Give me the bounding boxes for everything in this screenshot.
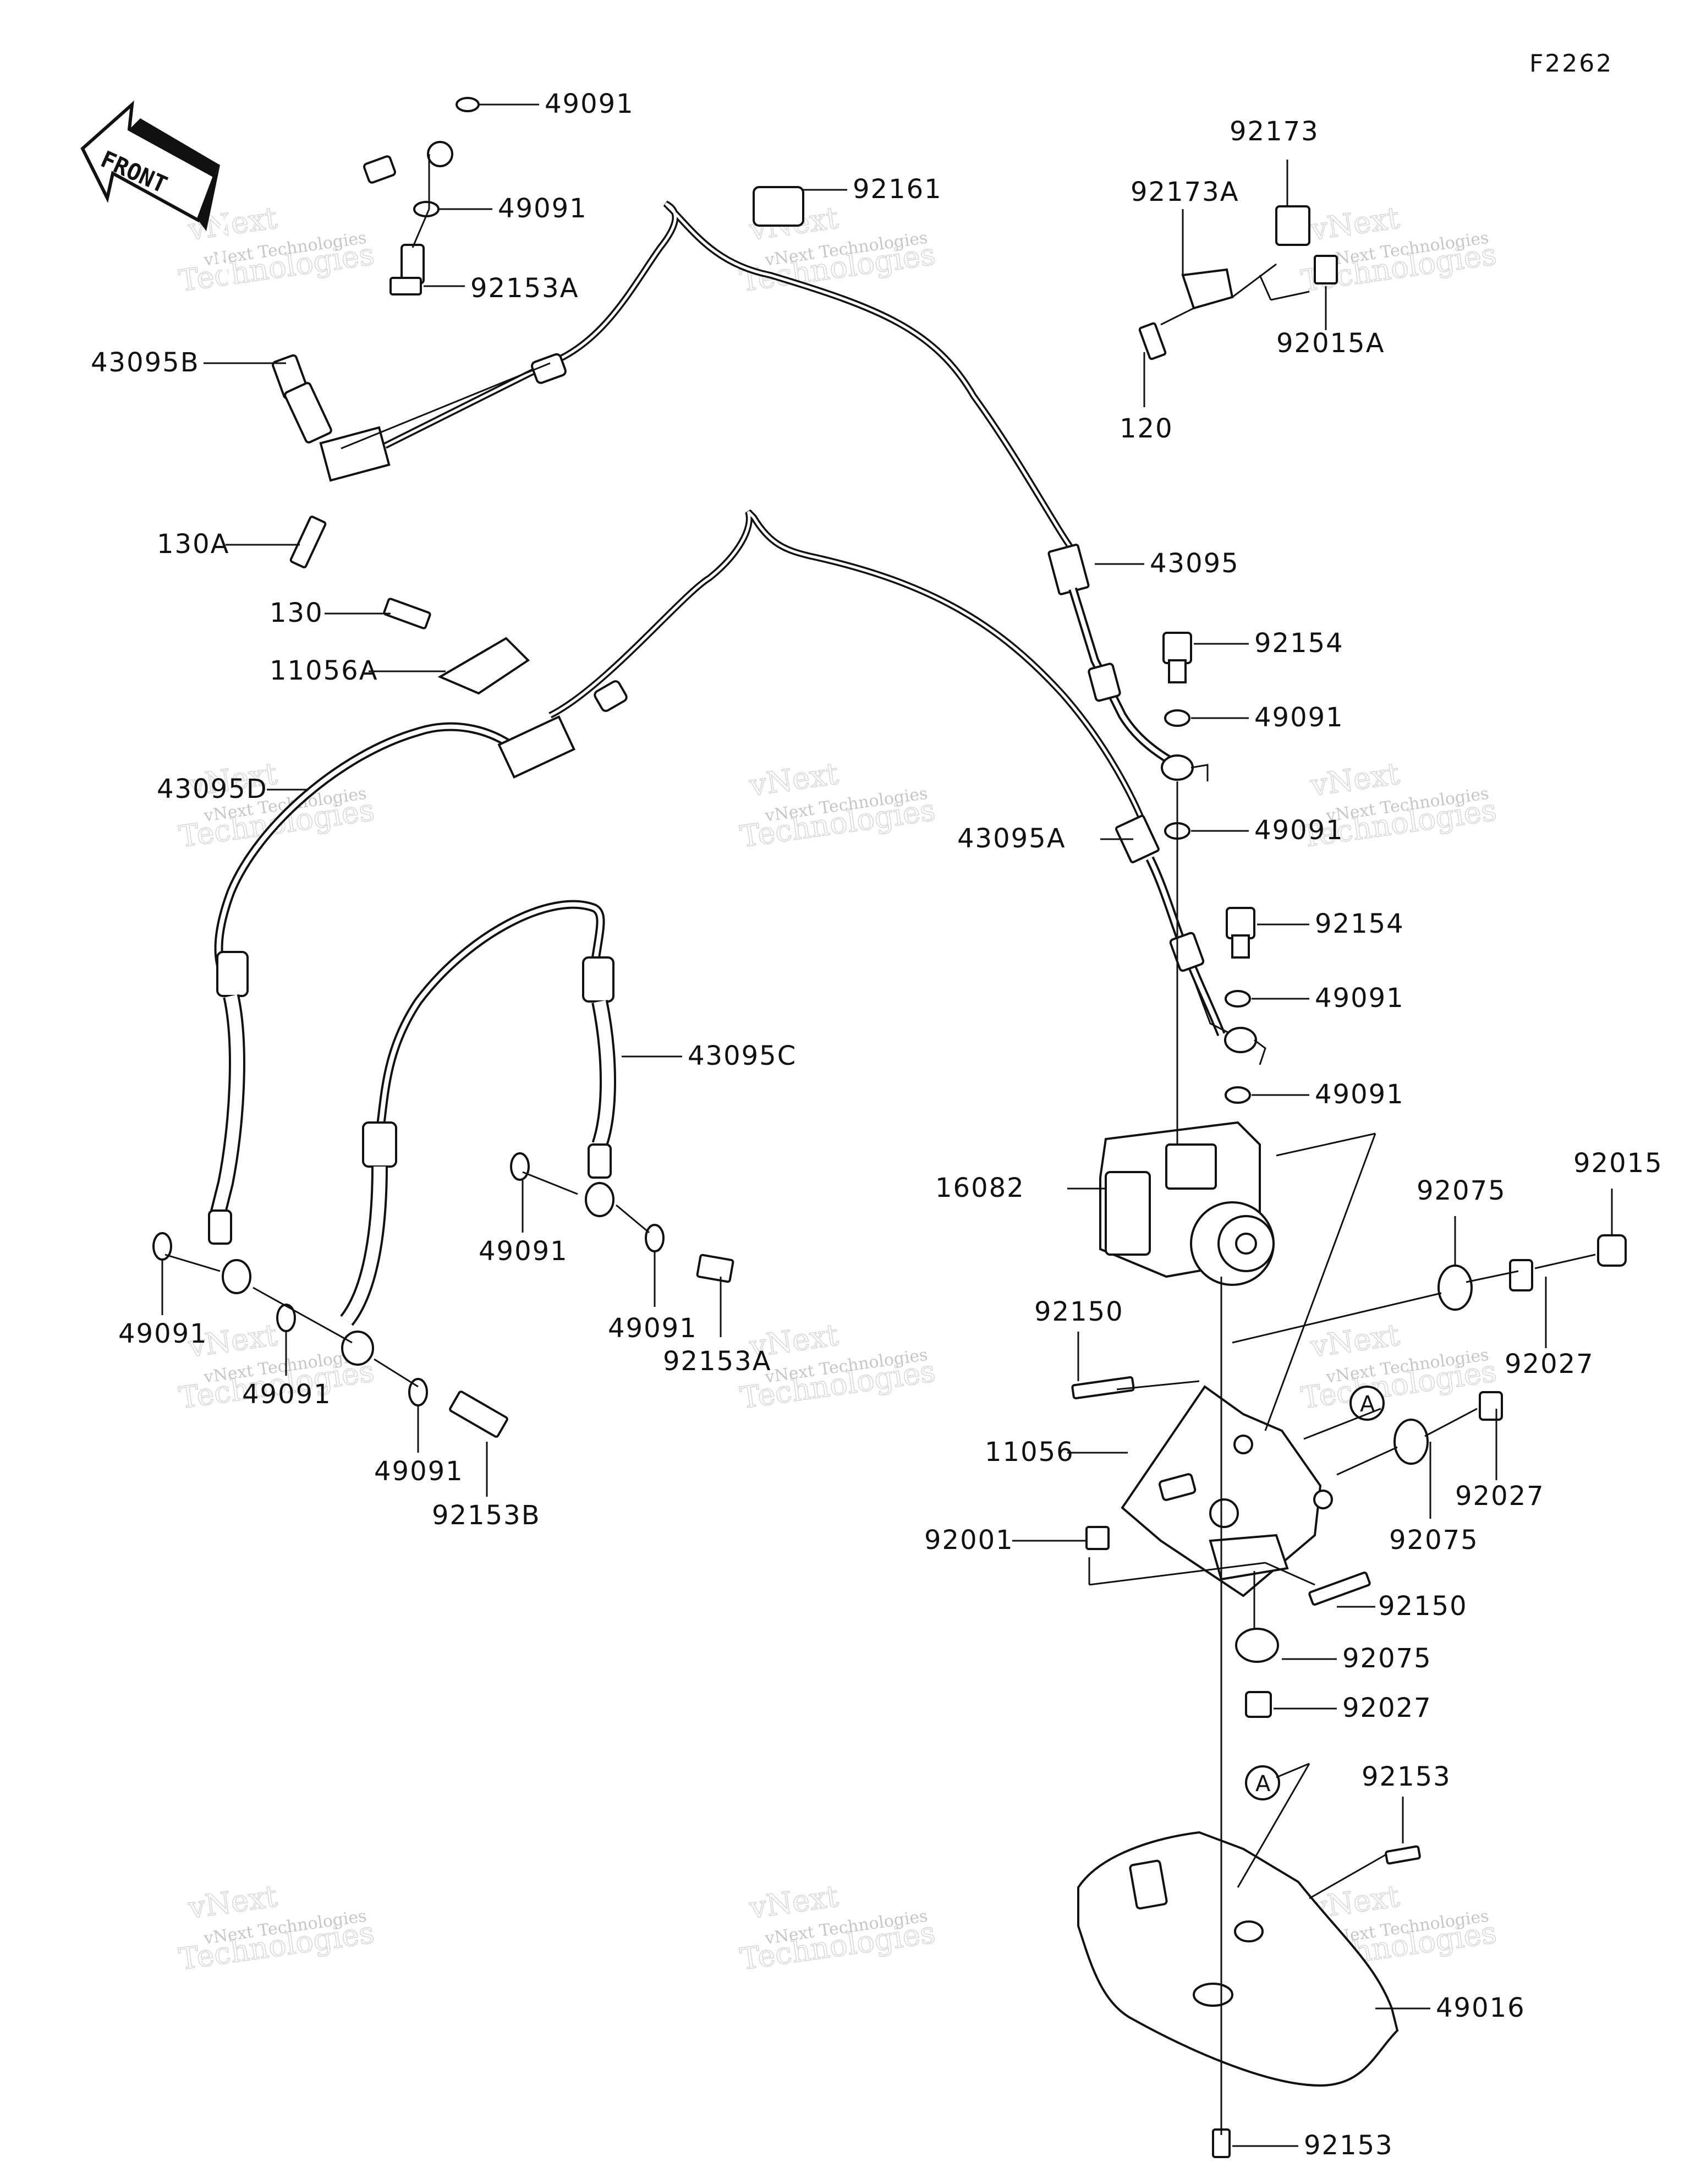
watermark: vNext vNext Technologies Technologies: [738, 756, 938, 855]
label-92027: 92027: [1342, 1693, 1432, 1723]
watermark-brand: vNext: [747, 1879, 841, 1925]
label-92153: 92153: [1304, 2130, 1393, 2161]
label-130: 130: [270, 598, 323, 628]
label-49091: 49091: [498, 193, 588, 224]
label-92161: 92161: [853, 174, 942, 205]
label-11056A: 11056A: [270, 655, 378, 686]
label-92075: 92075: [1417, 1175, 1506, 1206]
label-92015A: 92015A: [1276, 328, 1385, 359]
watermark: vNext vNext Technologies Technologies: [177, 1878, 377, 1977]
label-130A: 130A: [157, 529, 229, 560]
label-92153B: 92153B: [432, 1500, 541, 1531]
label-49091: 49091: [118, 1318, 208, 1349]
label-16082: 16082: [935, 1173, 1025, 1203]
label-49091: 49091: [1315, 983, 1404, 1014]
bracket-11056A: [437, 637, 530, 695]
brake-pipe-43095A: [548, 509, 1266, 1065]
label-49016: 49016: [1436, 1993, 1526, 2023]
washer-icon: [152, 97, 1251, 1406]
label-92173A: 92173A: [1131, 177, 1239, 207]
label-92027: 92027: [1505, 1349, 1594, 1380]
label-43095C: 43095C: [688, 1041, 797, 1071]
label-49091: 49091: [1254, 702, 1344, 733]
label-49091: 49091: [1254, 815, 1344, 846]
bracket-11056: [1121, 1385, 1333, 1597]
diagram-code: F2262: [1529, 50, 1613, 78]
label-92150: 92150: [1034, 1296, 1124, 1327]
watermark-brand: vNext: [1308, 1317, 1402, 1364]
callout-a: A A: [1237, 1386, 1385, 1888]
label-92173: 92173: [1230, 116, 1319, 147]
label-92153A: 92153A: [470, 273, 579, 304]
watermark-brand: vNext: [1308, 756, 1402, 803]
label-43095B: 43095B: [91, 347, 200, 378]
label-92150: 92150: [1378, 1591, 1468, 1622]
label-49091: 49091: [545, 89, 634, 119]
label-92154: 92154: [1254, 628, 1344, 659]
abs-unit-16082: [1099, 1121, 1275, 1286]
bolt-icon: [289, 322, 1421, 2158]
label-92154: 92154: [1315, 908, 1404, 939]
watermark-brand: vNext: [747, 756, 841, 803]
label-92153: 92153: [1362, 1761, 1451, 1792]
label-120: 120: [1120, 413, 1173, 444]
label-43095: 43095: [1150, 548, 1239, 579]
label-43095A: 43095A: [957, 823, 1066, 854]
watermark-brand: vNext: [186, 1879, 279, 1925]
part-labels: 49091 49091 92153A 43095B 130A 130 11056…: [91, 89, 1663, 2161]
callout-a-label: A: [1255, 1771, 1271, 1797]
leader-lines: [161, 103, 1613, 2147]
brake-hose-43095C: [340, 900, 616, 1366]
label-92075: 92075: [1389, 1525, 1479, 1556]
label-49091: 49091: [374, 1456, 464, 1487]
brake-hose-43095D: [208, 715, 575, 1294]
label-49091: 49091: [608, 1313, 698, 1344]
front-arrow-icon: FRONT: [80, 100, 220, 231]
watermark-brand: vNext: [1308, 200, 1402, 247]
brake-line-43095B: [216, 141, 453, 482]
label-92001: 92001: [924, 1525, 1014, 1556]
cover-49016: [1077, 1831, 1399, 2087]
label-92027: 92027: [1455, 1481, 1545, 1512]
label-49091: 49091: [1315, 1079, 1404, 1110]
label-49091: 49091: [242, 1379, 332, 1410]
label-11056: 11056: [985, 1437, 1074, 1468]
label-92015: 92015: [1573, 1148, 1663, 1179]
guide-lines: [164, 154, 1596, 2135]
brake-pipe-43095: [383, 200, 1209, 781]
watermark: vNext vNext Technologies Technologies: [738, 1878, 938, 1977]
label-49091: 49091: [479, 1236, 568, 1267]
label-92153A: 92153A: [663, 1346, 772, 1377]
label-92075: 92075: [1342, 1643, 1432, 1674]
clamp-icon: [753, 186, 1338, 310]
label-43095D: 43095D: [157, 774, 268, 804]
banjo-bolt-icon: [389, 244, 1255, 1438]
